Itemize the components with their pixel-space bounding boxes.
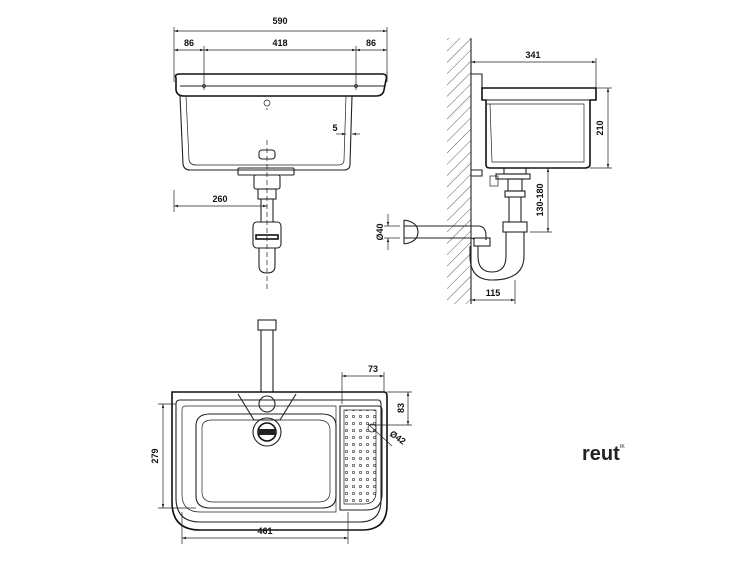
top-view: 73 83 Ø42 279 461 [150,319,412,544]
dim-right-edge: 86 [366,38,376,48]
dim-drain-diameter: Ø42 [388,429,408,447]
dim-basin-width: 461 [257,526,272,536]
dim-grid-width: 73 [368,364,378,374]
dim-basin-height: 210 [595,120,605,135]
dim-side-depth: 341 [525,50,540,60]
dim-total-width: 590 [272,16,287,26]
dim-wall-thickness: 5 [332,123,337,133]
brand-logo: reut IK [582,443,625,465]
brand-name: reut [582,443,620,465]
dim-hole-spacing: 418 [272,38,287,48]
front-view: 590 86 418 86 5 [173,16,388,290]
dim-wall-offset: 115 [486,288,501,298]
dim-pipe-diameter: Ø40 [375,223,385,240]
dim-top-depth: 279 [150,448,160,463]
dim-drain-height: 130-180 [535,183,545,216]
side-view: 341 210 130-180 [375,38,612,304]
dim-grid-offset: 83 [396,403,406,413]
dim-left-edge: 86 [184,38,194,48]
dim-drain-offset: 260 [212,194,227,204]
brand-mark: IK [620,444,625,450]
